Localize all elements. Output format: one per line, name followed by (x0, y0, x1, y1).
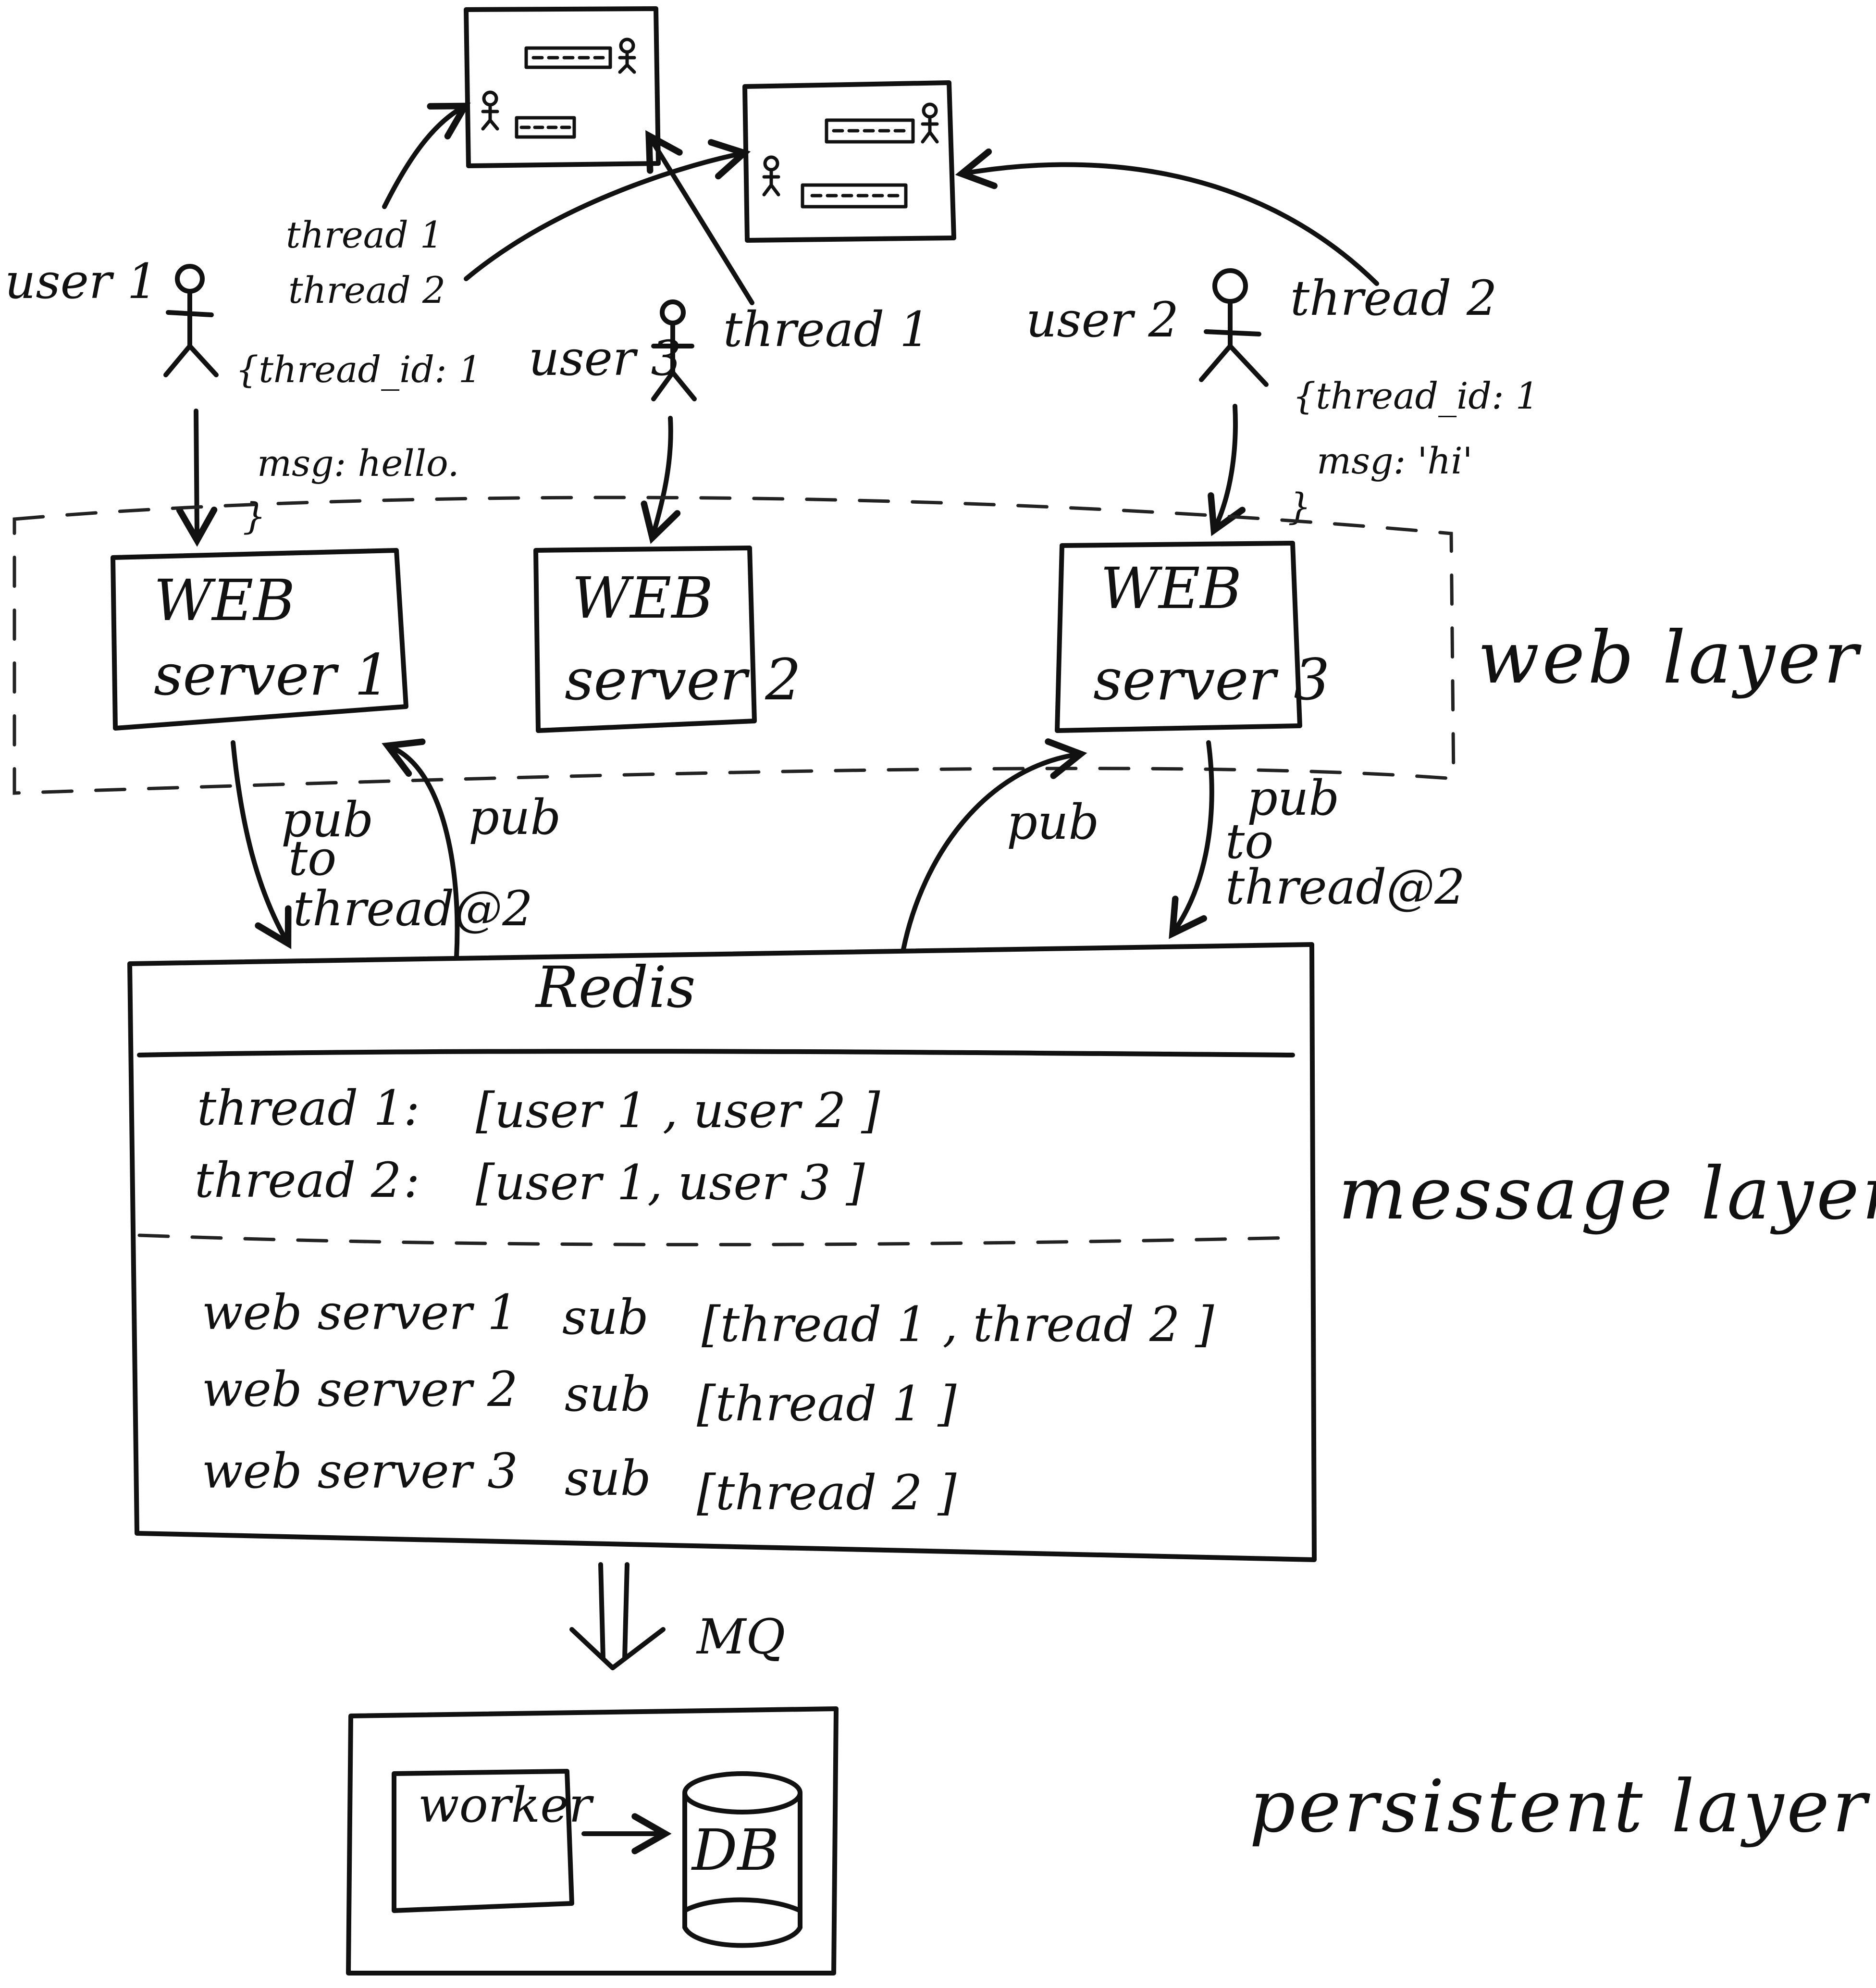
arrow-user2-to-web3 (1208, 404, 1246, 536)
user-2-msg-line-2: msg: 'hi' (1317, 439, 1473, 482)
worker-box: worker (392, 1769, 594, 1913)
redis-thread-row-1-value: [user 1 , user 2 ] (476, 1082, 880, 1139)
arrow-user1-to-window2 (464, 139, 751, 281)
redis-thread-row-2-value: [user 1, user 3 ] (476, 1155, 865, 1211)
redis-thread-row-2-sep: : (404, 1152, 420, 1208)
mq-label: MQ (696, 1609, 785, 1665)
redis-sub-row-3-server: web server 3 (202, 1443, 518, 1499)
user-3: user 3 thread 1 (529, 299, 930, 401)
thread-target-label-1: thread@2 (293, 881, 533, 937)
db-label: DB (691, 1817, 779, 1883)
user-1-thread-2: thread 2 (288, 269, 445, 311)
user-2-label: user 2 (1026, 292, 1179, 348)
message-layer-label: message layer (1338, 1152, 1876, 1236)
user-2-thread: thread 2 (1290, 270, 1497, 326)
web-server-3-line-1: WEB (1100, 555, 1242, 621)
user-1-thread-1: thread 1 (286, 213, 443, 256)
arrow-redis-pub-to-web3 (901, 738, 1087, 952)
stick-figure-icon (1199, 268, 1269, 387)
worker-label: worker (418, 1777, 594, 1833)
arrow-web1-pub-to-redis (231, 740, 292, 949)
redis-title: Redis (535, 954, 696, 1020)
to-label-2: to (1225, 813, 1273, 870)
web-server-1-line-1: WEB (154, 567, 295, 634)
to-label-1: to (288, 830, 336, 886)
arrow-redis-pub-to-web1 (382, 738, 460, 959)
arrow-user1-to-web1 (176, 409, 218, 547)
redis-sub-row-2-server: web server 2 (202, 1361, 518, 1417)
web-server-1-line-2: server 1 (154, 642, 390, 708)
user-2-msg-line-1: {thread_id: 1 (1293, 374, 1539, 417)
redis-sub-row-1-value: [thread 1 , thread 2 ] (702, 1296, 1214, 1353)
web-layer-label: web layer (1478, 616, 1862, 700)
redis-title-divider (137, 1049, 1295, 1057)
pub-label-1: pub (281, 792, 373, 848)
user-3-thread: thread 1 (723, 301, 930, 358)
user-1-msg-line-3: } (243, 495, 266, 537)
person-icon (618, 37, 636, 74)
arrow-user3-to-web2 (641, 416, 681, 544)
chat-window-1 (464, 6, 661, 168)
pub-label-2: pub (469, 789, 561, 845)
db-cylinder-icon: DB (682, 1771, 802, 1948)
pub-label-3: pub (1007, 794, 1099, 850)
redis-thread-row-2-key: thread 2 (195, 1152, 402, 1208)
web-server-2-line-2: server 2 (565, 646, 801, 713)
web-server-2: WEB server 2 (533, 546, 801, 733)
arrow-web3-pub-to-redis (1169, 740, 1214, 939)
person-icon (481, 90, 499, 131)
user-1: user 1 thread 1 thread 2 {thread_id: 1 m… (5, 213, 481, 537)
user-1-msg-line-1: {thread_id: 1 (235, 348, 481, 391)
user-1-msg-line-2: msg: hello. (257, 442, 459, 485)
chat-window-2 (742, 80, 956, 243)
user-1-label: user 1 (5, 253, 158, 310)
persistent-layer-label: persistent layer (1249, 1765, 1871, 1849)
redis-sub-row-1-server: web server 1 (202, 1284, 518, 1341)
arrow-user2-to-window2 (955, 148, 1379, 286)
redis-sub-row-1-op: sub (562, 1289, 649, 1345)
thread-target-label-2: thread@2 (1225, 859, 1465, 915)
arrow-user1-to-window1 (382, 102, 471, 209)
web-server-3: WEB server 3 (1055, 541, 1330, 733)
redis-sub-row-3-value: [thread 2 ] (697, 1465, 957, 1521)
redis-thread-row-1-sep: : (404, 1080, 420, 1136)
person-icon (921, 102, 939, 144)
redis-sub-row-2-value: [thread 1 ] (697, 1376, 957, 1432)
redis-sub-row-2-op: sub (565, 1366, 651, 1422)
web-server-3-line-2: server 3 (1093, 646, 1330, 713)
redis-thread-row-1-key: thread 1 (197, 1080, 404, 1136)
stick-figure-icon (651, 299, 697, 401)
mq-arrow: MQ (569, 1562, 785, 1670)
redis-section-divider (137, 1233, 1295, 1246)
user-2: user 2 thread 2 {thread_id: 1 msg: 'hi' … (1026, 268, 1539, 528)
web-server-1: WEB server 1 (111, 548, 408, 731)
redis-box: Redis thread 1 : [user 1 , user 2 ] thre… (127, 942, 1317, 1562)
person-icon (762, 155, 780, 197)
pub-label-4: pub (1247, 770, 1339, 826)
user-3-label: user 3 (529, 330, 681, 386)
stick-figure-icon (163, 264, 219, 377)
arrow-user3-to-window1 (645, 130, 754, 305)
persistent-box: worker DB (346, 1706, 839, 1976)
web-server-2-line-1: WEB (572, 565, 713, 631)
redis-sub-row-3-op: sub (565, 1450, 651, 1506)
